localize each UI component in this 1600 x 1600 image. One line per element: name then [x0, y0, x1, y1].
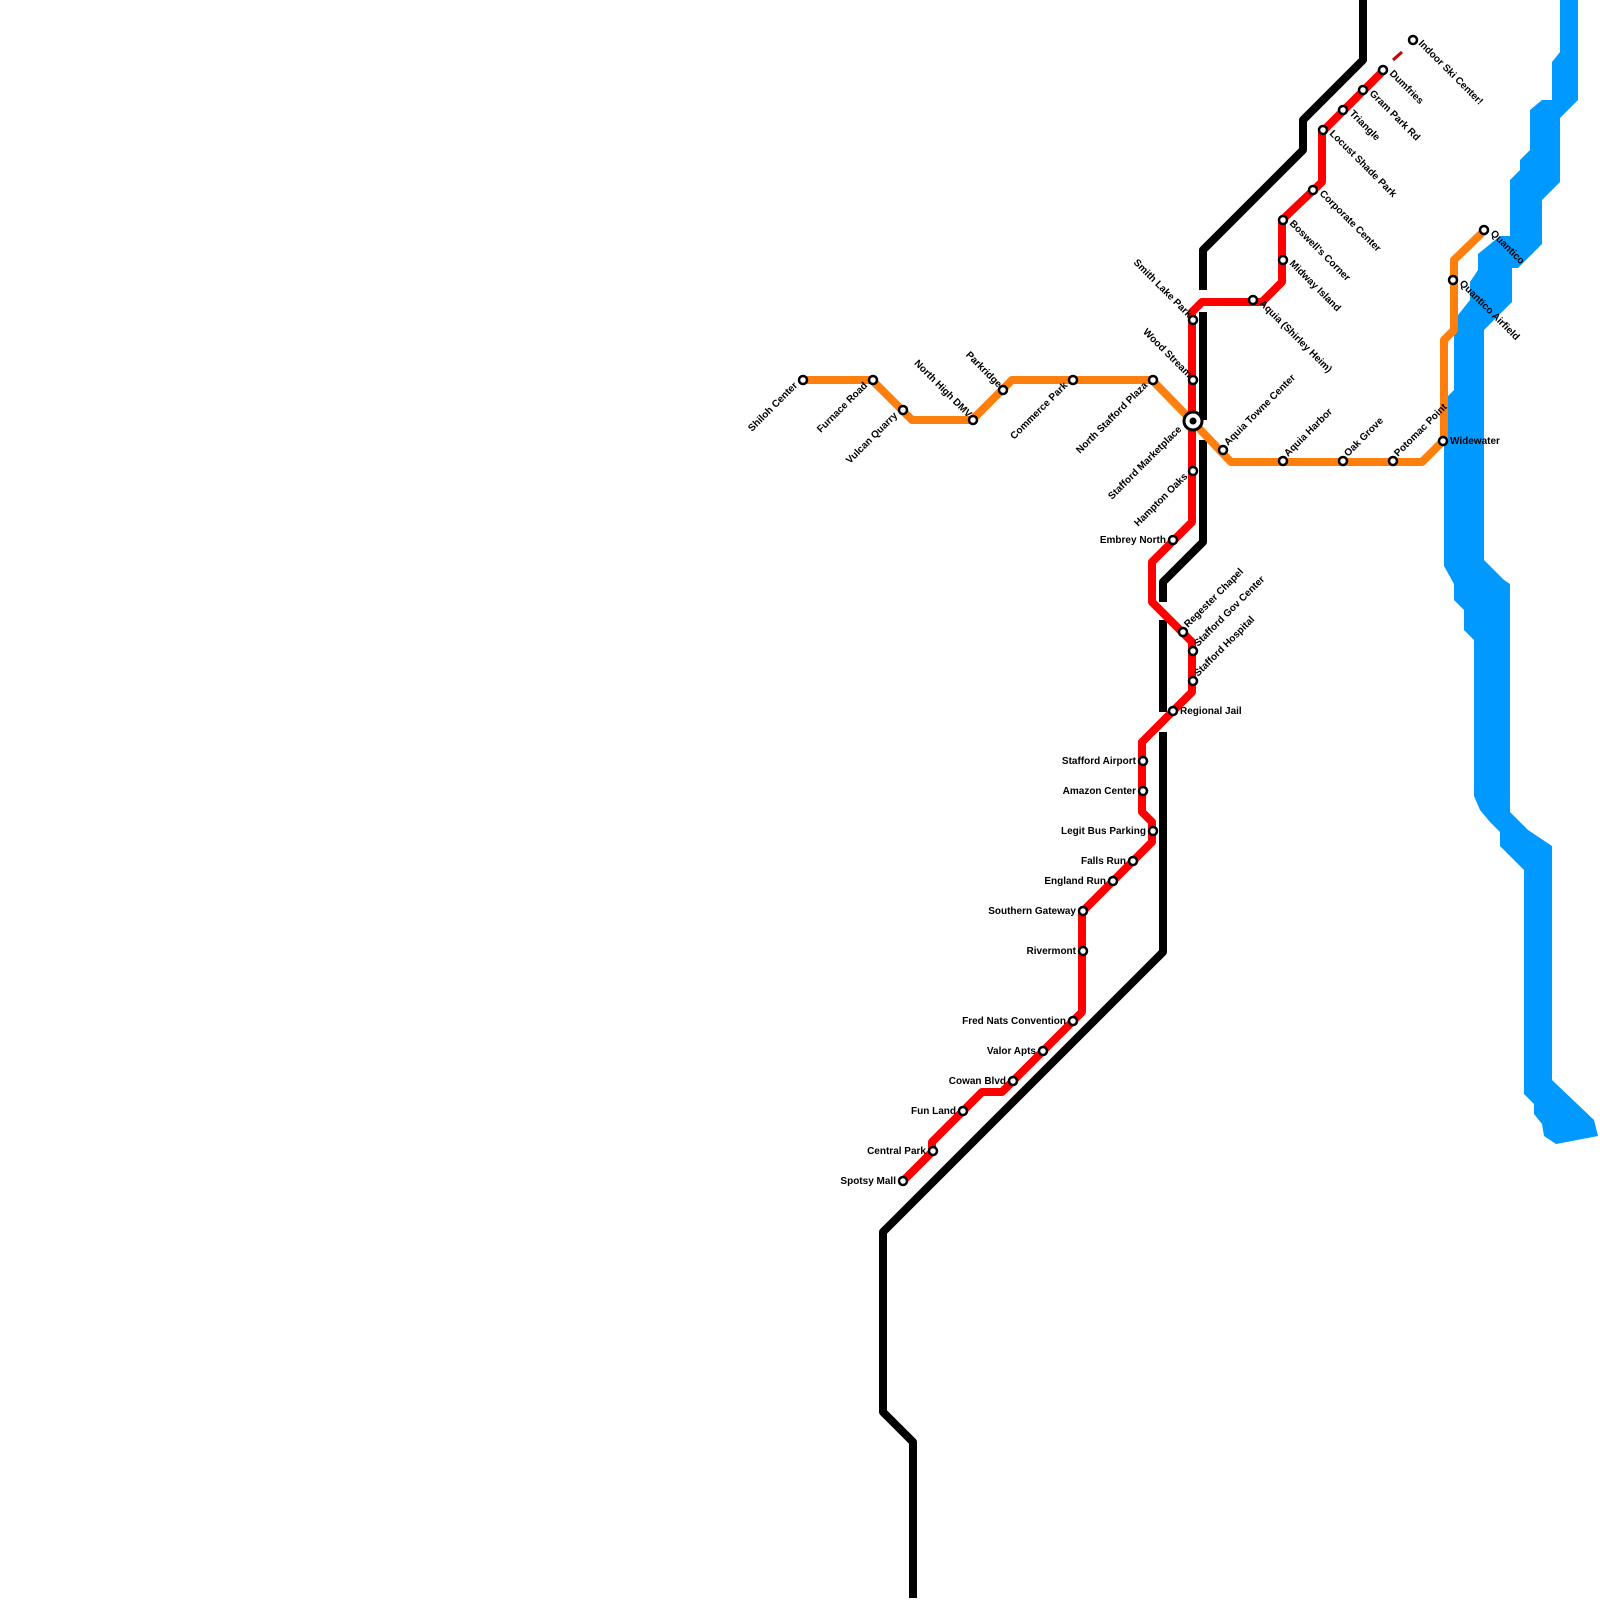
- label-parkridge: Parkridge: [963, 350, 1004, 391]
- label-vulcan-quarry: Vulcan Quarry: [844, 410, 900, 466]
- label-commerce-park: Commerce Park: [1008, 380, 1070, 442]
- label-furnace-road: Furnace Road: [815, 380, 870, 435]
- station-north-high-dmv[interactable]: [967, 414, 979, 426]
- label-smith-lake-park: Smith Lake Park: [1131, 257, 1194, 320]
- station-fred-nats-convention[interactable]: [1067, 1015, 1079, 1027]
- station-corporate-center[interactable]: [1307, 184, 1319, 196]
- station-cowan-blvd[interactable]: [1007, 1075, 1019, 1087]
- station-aquia-harbor[interactable]: [1277, 455, 1289, 467]
- label-indoor-ski-center: Indoor Ski Center!: [1416, 38, 1485, 107]
- label-spotsy-mall: Spotsy Mall: [840, 1176, 896, 1187]
- label-widewater: Widewater: [1450, 436, 1500, 447]
- station-aquia-towne-center[interactable]: [1217, 444, 1229, 456]
- station-amazon-center[interactable]: [1137, 785, 1149, 797]
- station-stafford-marketplace-interchange-core: [1189, 417, 1197, 425]
- label-fun-land: Fun Land: [911, 1106, 956, 1117]
- label-hampton-oaks: Hampton Oaks: [1132, 471, 1190, 529]
- label-southern-gateway: Southern Gateway: [988, 906, 1076, 917]
- station-gram-park-rd[interactable]: [1357, 84, 1369, 96]
- station-quantico[interactable]: [1478, 224, 1490, 236]
- label-valor-apts: Valor Apts: [987, 1046, 1037, 1057]
- station-vulcan-quarry[interactable]: [897, 404, 909, 416]
- label-oak-grove: Oak Grove: [1342, 415, 1386, 459]
- station-potomac-point[interactable]: [1387, 455, 1399, 467]
- station-locust-shade-park[interactable]: [1317, 124, 1329, 136]
- station-triangle[interactable]: [1337, 104, 1349, 116]
- station-valor-apts[interactable]: [1037, 1045, 1049, 1057]
- label-aquia-harbor: Aquia Harbor: [1282, 406, 1335, 459]
- black-line: [1199, 0, 1367, 290]
- station-smith-lake-park[interactable]: [1187, 314, 1199, 326]
- station-southern-gateway[interactable]: [1077, 905, 1089, 917]
- station-labels: Indoor Ski Center! Dumfries Gram Park Rd…: [746, 38, 1526, 1187]
- label-amazon-center: Amazon Center: [1063, 786, 1136, 797]
- black-line-segment: [1159, 440, 1207, 602]
- stations: [797, 34, 1490, 1187]
- label-regional-jail: Regional Jail: [1180, 706, 1242, 717]
- label-locust-shade-park: Locust Shade Park: [1327, 128, 1399, 200]
- station-fun-land[interactable]: [957, 1105, 969, 1117]
- station-dumfries[interactable]: [1377, 64, 1389, 76]
- station-regional-jail[interactable]: [1167, 705, 1179, 717]
- label-cowan-blvd: Cowan Blvd: [949, 1076, 1006, 1087]
- label-central-park: Central Park: [867, 1146, 926, 1157]
- station-oak-grove[interactable]: [1337, 455, 1349, 467]
- red-line-dashed-extension: [1392, 50, 1403, 62]
- orange-line: [802, 227, 1488, 466]
- station-shiloh-center[interactable]: [797, 374, 809, 386]
- station-stafford-airport[interactable]: [1137, 755, 1149, 767]
- station-widewater[interactable]: [1437, 435, 1449, 447]
- station-stafford-gov-center[interactable]: [1187, 645, 1199, 657]
- label-aquia-shirley-heim: Aquia (Shirley Heim): [1257, 298, 1334, 375]
- river-water: [1444, 0, 1598, 1144]
- label-dumfries: Dumfries: [1387, 68, 1426, 107]
- station-embrey-north[interactable]: [1167, 534, 1179, 546]
- label-north-high-dmv: North High DMV: [912, 358, 974, 420]
- station-commerce-park[interactable]: [1067, 374, 1079, 386]
- station-wood-stream[interactable]: [1187, 374, 1199, 386]
- label-corporate-center: Corporate Center: [1317, 188, 1383, 254]
- label-stafford-airport: Stafford Airport: [1062, 756, 1137, 767]
- station-indoor-ski-center[interactable]: [1407, 34, 1419, 46]
- station-boswells-corner[interactable]: [1277, 214, 1289, 226]
- station-furnace-road[interactable]: [867, 374, 879, 386]
- station-north-stafford-plaza[interactable]: [1147, 374, 1159, 386]
- label-wood-stream: Wood Stream: [1140, 327, 1193, 380]
- label-england-run: England Run: [1044, 876, 1106, 887]
- label-rivermont: Rivermont: [1027, 946, 1077, 957]
- station-quantico-airfield[interactable]: [1447, 274, 1459, 286]
- station-legit-bus-parking[interactable]: [1147, 825, 1159, 837]
- station-regester-chapel[interactable]: [1177, 626, 1189, 638]
- label-embrey-north: Embrey North: [1100, 535, 1166, 546]
- label-falls-run: Falls Run: [1081, 856, 1126, 867]
- label-fred-nats-convention: Fred Nats Convention: [962, 1016, 1066, 1027]
- label-aquia-towne-center: Aquia Towne Center: [1222, 372, 1298, 448]
- label-shiloh-center: Shiloh Center: [746, 380, 800, 434]
- station-hampton-oaks[interactable]: [1187, 465, 1199, 477]
- station-spotsy-mall[interactable]: [897, 1175, 909, 1187]
- station-aquia-shirley-heim[interactable]: [1247, 294, 1259, 306]
- label-triangle: Triangle: [1347, 108, 1382, 143]
- station-central-park[interactable]: [927, 1145, 939, 1157]
- station-england-run[interactable]: [1107, 875, 1119, 887]
- label-legit-bus-parking: Legit Bus Parking: [1061, 826, 1146, 837]
- station-stafford-hospital[interactable]: [1187, 675, 1199, 687]
- station-falls-run[interactable]: [1127, 855, 1139, 867]
- station-parkridge[interactable]: [997, 384, 1009, 396]
- station-rivermont[interactable]: [1077, 945, 1089, 957]
- label-north-stafford-plaza: North Stafford Plaza: [1074, 380, 1150, 456]
- station-midway-island[interactable]: [1277, 254, 1289, 266]
- black-line-segment: [879, 732, 1167, 1598]
